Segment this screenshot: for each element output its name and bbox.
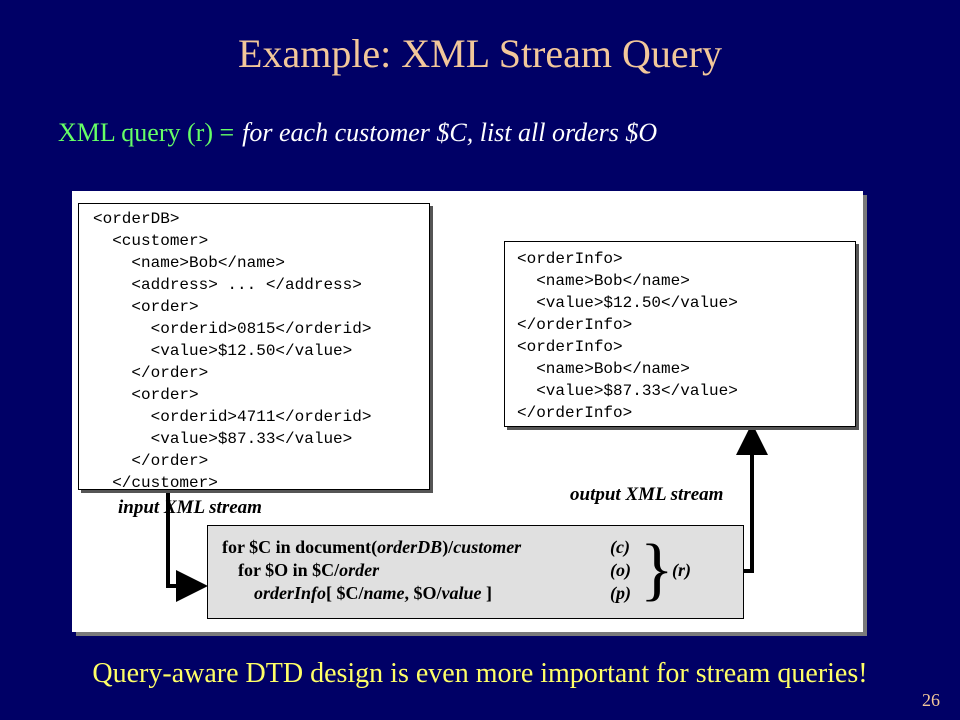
xquery-line-3: orderInfo[ $C/name, $O/value ] bbox=[254, 582, 492, 604]
xquery-path: value bbox=[441, 583, 482, 603]
xquery-text: )/ bbox=[442, 537, 454, 557]
code-line: <orderid>0815</orderid> bbox=[93, 320, 372, 338]
xquery-line-1: for $C in document(orderDB)/customer bbox=[222, 536, 521, 558]
code-line: <name>Bob</name> bbox=[517, 360, 690, 378]
output-xml-box: <orderInfo> <name>Bob</name> <value>$12.… bbox=[504, 241, 856, 427]
xquery-tag-c: (c) bbox=[610, 537, 630, 557]
xquery-box: for $C in document(orderDB)/customer for… bbox=[207, 525, 744, 619]
code-line: </customer> bbox=[93, 474, 218, 490]
code-line: <order> bbox=[93, 298, 199, 316]
xquery-text: ] bbox=[481, 583, 493, 603]
code-line: <name>Bob</name> bbox=[93, 254, 286, 272]
code-line: </order> bbox=[93, 364, 209, 382]
code-line: <value>$87.33</value> bbox=[93, 430, 353, 448]
code-line: <orderid>4711</orderid> bbox=[93, 408, 372, 426]
xquery-path: name bbox=[363, 583, 405, 603]
xquery-text: for $C in document( bbox=[222, 537, 378, 557]
xquery-tag-r: (r) bbox=[672, 560, 691, 580]
code-line: </orderInfo> bbox=[517, 316, 633, 334]
code-line: </order> bbox=[93, 452, 209, 470]
code-line: <customer> bbox=[93, 232, 209, 250]
xquery-path: customer bbox=[453, 537, 522, 557]
input-stream-label: input XML stream bbox=[118, 497, 262, 518]
slide-title: Example: XML Stream Query bbox=[238, 31, 722, 76]
footer-statement: Query-aware DTD design is even more impo… bbox=[92, 658, 868, 689]
xquery-doc: orderDB bbox=[377, 537, 443, 557]
query-definition: XML query (r) =for each customer $C, lis… bbox=[58, 116, 657, 150]
code-line: <address> ... </address> bbox=[93, 276, 362, 294]
xquery-element: orderInfo bbox=[254, 583, 327, 603]
code-line: </orderInfo> bbox=[517, 404, 633, 422]
xquery-path: order bbox=[339, 560, 380, 580]
stream-query-figure: <orderDB> <customer> <name>Bob</name> <a… bbox=[72, 191, 863, 632]
xquery-text: , $O/ bbox=[404, 583, 442, 603]
code-line: <value>$87.33</value> bbox=[517, 382, 738, 400]
xquery-line-2: for $O in $C/order bbox=[238, 559, 379, 581]
query-label: XML query (r) = bbox=[58, 118, 235, 147]
code-line: <orderInfo> bbox=[517, 250, 623, 268]
code-line: <value>$12.50</value> bbox=[517, 294, 738, 312]
code-line: <value>$12.50</value> bbox=[93, 342, 353, 360]
input-xml-box: <orderDB> <customer> <name>Bob</name> <a… bbox=[78, 203, 430, 490]
xquery-text: [ $C/ bbox=[326, 583, 364, 603]
code-line: <order> bbox=[93, 386, 199, 404]
code-line: <orderDB> bbox=[93, 210, 180, 228]
xquery-tag-p: (p) bbox=[610, 583, 631, 603]
query-text: for each customer $C, list all orders $O bbox=[242, 118, 658, 147]
code-line: <orderInfo> bbox=[517, 338, 623, 356]
xquery-text: for $O in $C/ bbox=[238, 560, 340, 580]
slide-number: 26 bbox=[922, 690, 940, 710]
grouping-brace: } bbox=[640, 531, 674, 608]
output-stream-label: output XML stream bbox=[570, 484, 724, 505]
xquery-tag-o: (o) bbox=[610, 560, 631, 580]
code-line: <name>Bob</name> bbox=[517, 272, 690, 290]
